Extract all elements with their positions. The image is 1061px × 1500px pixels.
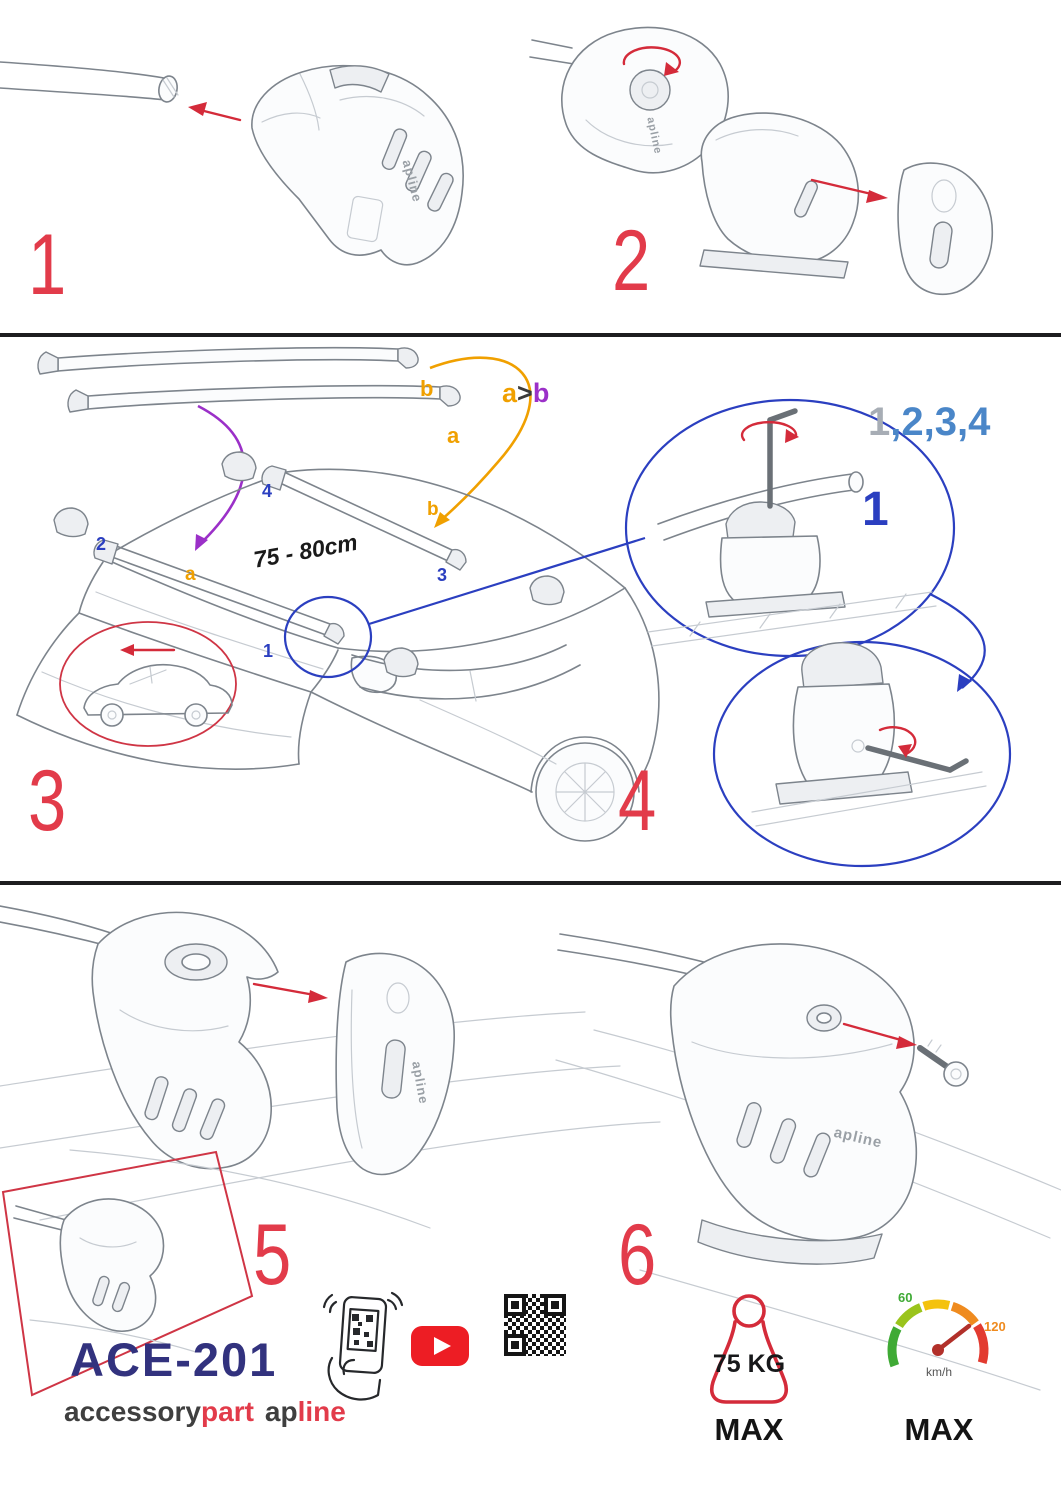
- car-roof-sketch: [16, 468, 660, 842]
- crossbar-b-sketch: [37, 346, 419, 375]
- gauge-needle: [935, 1323, 972, 1353]
- step2-number: 2: [612, 213, 651, 309]
- bar-order-a: a: [502, 378, 518, 408]
- product-model: ACE-201: [70, 1333, 278, 1386]
- step2-cover-sketch: [897, 162, 994, 296]
- step5-mini-foot-sketch: [13, 1198, 197, 1353]
- roof-crossbar-b: [261, 465, 467, 571]
- detail-callout-2: [712, 640, 1012, 868]
- bar-order-b: b: [532, 378, 550, 408]
- roof-position-4: 4: [262, 481, 273, 501]
- allen-key-vertical-icon: [767, 408, 798, 509]
- step2-foot-upper-sketch: [561, 26, 729, 174]
- step6-number: 6: [618, 1207, 657, 1303]
- step3-number: 3: [28, 753, 67, 849]
- speed-limit-max: MAX: [904, 1412, 974, 1447]
- section-divider-1: [0, 333, 1061, 337]
- key-icon: [917, 1039, 969, 1087]
- brand-accessory: accessory: [64, 1396, 202, 1427]
- speed-limit-icon: [887, 1299, 989, 1368]
- roof-bar-a-label: a: [185, 564, 196, 585]
- speed-unit-label: km/h: [925, 1365, 952, 1379]
- section2-illustrations: [16, 346, 1012, 868]
- brand-line: line: [297, 1396, 346, 1427]
- roof-position-3: 3: [437, 565, 448, 585]
- step5-number: 5: [253, 1207, 292, 1303]
- weight-limit-max: MAX: [714, 1412, 784, 1447]
- step1-number: 1: [28, 217, 67, 313]
- bar-order-note: a>b: [502, 380, 549, 407]
- phone-scan-icon: [322, 1291, 404, 1401]
- roof-bar-b-label: b: [427, 499, 439, 520]
- section1-illustrations: [0, 26, 994, 296]
- callout-connector-line: [368, 536, 646, 626]
- bar-b-label: b: [420, 376, 434, 401]
- step5-zone-outline: [1, 1150, 254, 1397]
- qr-finder-bottomleft: [504, 1334, 526, 1356]
- loose-foot-sketches: [53, 451, 565, 678]
- step5-sketch: [0, 905, 661, 1229]
- roof-position-2: 2: [96, 534, 107, 554]
- tighten-sequence-first: 1: [868, 400, 891, 444]
- callout-detail-number: 1: [862, 483, 889, 536]
- step2-foot-lower-sketch: [699, 112, 860, 279]
- speed-low-label: 60: [898, 1290, 913, 1305]
- focus-circle: [283, 595, 373, 679]
- callout-connector-curve: [929, 593, 986, 689]
- step1-foot-sketch: [251, 64, 464, 266]
- speed-high-label: 120: [984, 1319, 1006, 1334]
- step1-insert-arrow: [188, 102, 242, 122]
- allen-key-horizontal-icon: [865, 745, 969, 773]
- qr-code-icon: [502, 1292, 568, 1358]
- tighten-sequence-rest: ,2,3,4: [890, 400, 991, 444]
- guide-curve-b: [429, 356, 532, 528]
- section-divider-2: [0, 881, 1061, 885]
- crossbar-a-sketch: [67, 384, 461, 413]
- step2-crossbar-sketch: [529, 39, 575, 65]
- brand-ap: ap: [264, 1396, 298, 1427]
- bar-order-gt: >: [517, 378, 533, 408]
- weight-limit-icon: [709, 1294, 789, 1404]
- detail-callout-1: [624, 398, 956, 658]
- step4-number: 4: [618, 753, 657, 849]
- brand-part: part: [201, 1396, 254, 1427]
- qr-finder-topright: [544, 1294, 566, 1316]
- step2-attach-arrow: [810, 178, 888, 203]
- step6-sketch: [555, 933, 1061, 1391]
- play-icon: [434, 1337, 451, 1355]
- youtube-icon: [411, 1326, 469, 1366]
- roof-position-1: 1: [263, 641, 274, 661]
- car-direction-inset: [59, 621, 237, 747]
- callout-connector-arrowhead: [957, 674, 972, 692]
- bar-a-label: a: [447, 423, 460, 448]
- section3-illustrations: [0, 905, 1061, 1397]
- step1-crossbar-sketch: [0, 61, 179, 103]
- tighten-sequence: 1,2,3,4: [868, 402, 990, 442]
- weight-limit-value: 75 KG: [712, 1350, 786, 1378]
- qr-finder-topleft: [504, 1294, 526, 1316]
